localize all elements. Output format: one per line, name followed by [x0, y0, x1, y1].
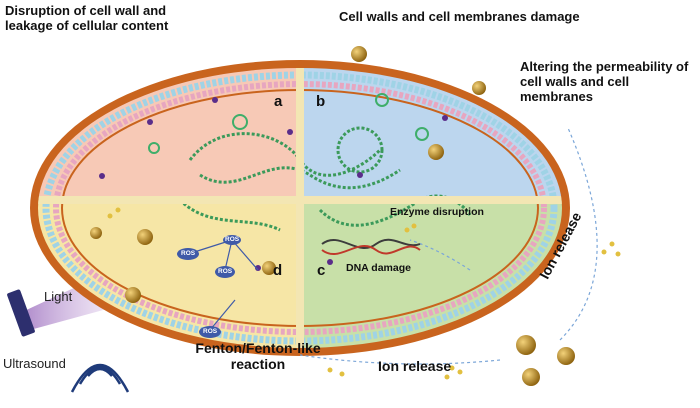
walls-damage-label: Cell walls and cell membranes damage — [339, 9, 580, 24]
quadrant-a-label: a — [274, 93, 283, 110]
light-label: Light — [44, 289, 73, 304]
ros-node-4 — [199, 326, 221, 338]
ros-label-1: ROS — [181, 250, 196, 257]
dna-damage-helix — [321, 238, 421, 256]
divider-vertical — [296, 68, 304, 348]
ultrasound-waves-icon — [70, 363, 130, 393]
fenton-label: Fenton/Fenton-like reaction — [195, 340, 321, 373]
ros-node-3 — [215, 266, 235, 278]
enzyme-disruption-label: Enzyme disruption — [390, 206, 484, 218]
disruption-label: Disruption of cell wall and leakage of c… — [5, 3, 169, 33]
light-source-device — [7, 289, 35, 337]
ultrasound-label: Ultrasound — [3, 356, 66, 371]
organelle-rings — [148, 93, 429, 154]
purple-particles — [99, 97, 448, 271]
ros-label-4: ROS — [203, 328, 218, 335]
quadrant-c-label: c — [317, 262, 326, 279]
ros-node-1 — [177, 248, 199, 260]
ion-release-arrows — [299, 127, 598, 365]
ros-label-3: ROS — [218, 268, 233, 275]
ion-dots — [107, 207, 621, 380]
divider-horizontal — [38, 196, 562, 204]
nanoparticles — [90, 46, 575, 386]
ion-release-bottom-label: Ion release — [378, 358, 452, 374]
permeability-label: Altering the permeability of cell walls … — [520, 59, 689, 104]
dna-damage-label: DNA damage — [346, 262, 411, 274]
ros-node-2 — [223, 235, 241, 245]
quadrant-d-label: d — [273, 262, 283, 279]
ros-label-2: ROS — [225, 236, 240, 243]
quadrant-b-label: b — [316, 93, 326, 110]
